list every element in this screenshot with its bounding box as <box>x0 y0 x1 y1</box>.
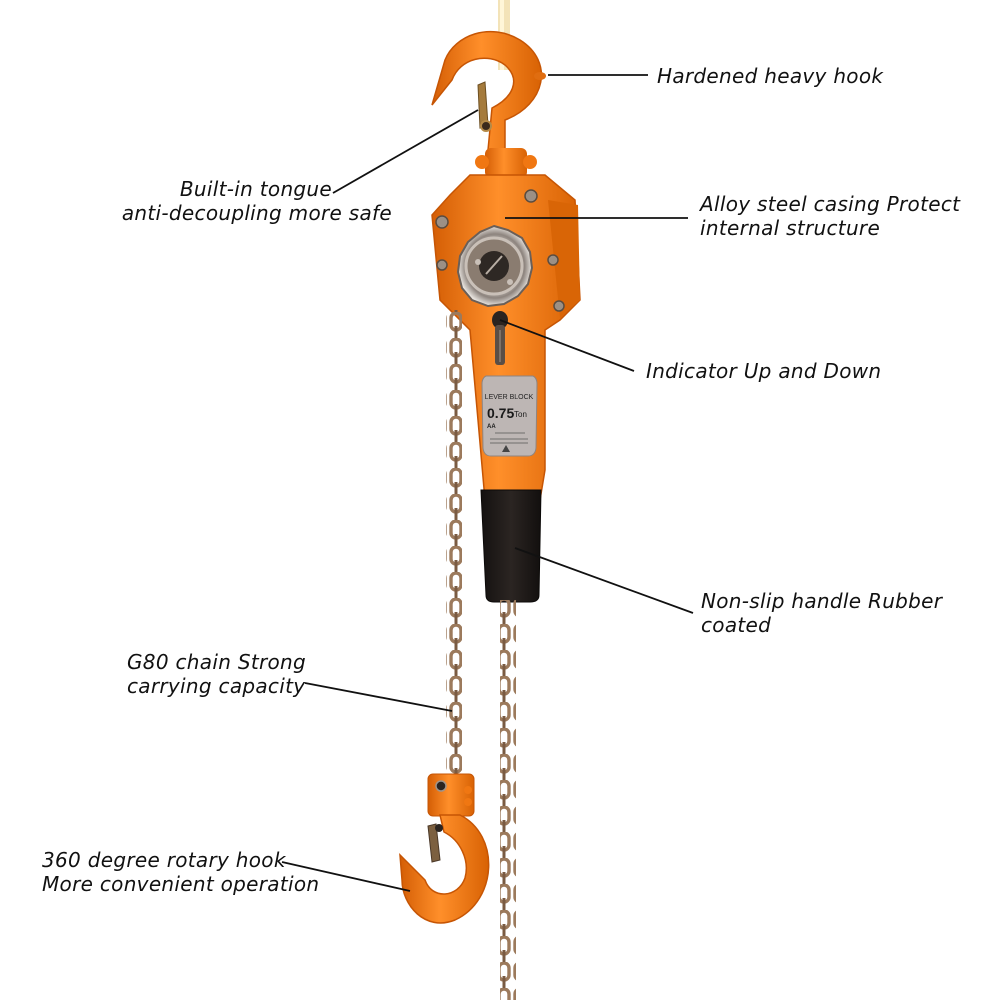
callout-g80-chain: G80 chain Strong carrying capacity <box>127 650 306 698</box>
bottom-rotary-hook <box>399 773 490 924</box>
callout-rotary-hook: 360 degree rotary hook More convenient o… <box>42 848 319 896</box>
callout-built-in-tongue: Built-in tongue anti-decoupling more saf… <box>122 177 392 225</box>
leader-line-rotary <box>281 861 411 892</box>
top-swivel <box>475 148 537 178</box>
callout-line: Built-in tongue <box>179 177 332 201</box>
nameplate: LEVER BLOCK 0.75 Ton AA <box>481 375 538 457</box>
leader-line-handle <box>514 547 694 614</box>
callout-line: Alloy steel casing Protect <box>700 192 961 216</box>
leader-line-indicator <box>499 319 635 372</box>
callout-line: Hardened heavy hook <box>657 64 884 88</box>
callout-line: Non-slip handle Rubber <box>701 589 943 613</box>
nameplate-unit: Ton <box>514 410 527 419</box>
leader-line-chain <box>304 682 453 712</box>
rubber-handle <box>480 489 542 603</box>
callout-leader-lines <box>281 74 694 892</box>
hand-chain-right <box>500 600 516 1000</box>
nameplate-title: LEVER BLOCK <box>485 394 534 401</box>
callout-line: coated <box>701 613 772 637</box>
callout-line: anti-decoupling more safe <box>121 201 392 225</box>
callout-alloy-casing: Alloy steel casing Protect internal stru… <box>700 192 960 240</box>
callout-indicator: Indicator Up and Down <box>646 359 881 383</box>
callout-non-slip-handle: Non-slip handle Rubber coated <box>701 589 942 637</box>
callout-line: More convenient operation <box>42 872 320 896</box>
brake-knob <box>456 224 534 308</box>
alloy-steel-casing <box>431 174 581 501</box>
callout-line: internal structure <box>700 216 881 240</box>
callout-line: G80 chain Strong <box>127 650 306 674</box>
load-chain-left <box>446 310 462 780</box>
top-hook <box>431 30 546 151</box>
callout-hardened-hook: Hardened heavy hook <box>657 64 883 88</box>
callout-line: Indicator Up and Down <box>646 359 882 383</box>
leader-line-tongue <box>332 109 479 194</box>
nameplate-grade: AA <box>487 424 496 430</box>
nameplate-capacity: 0.75 <box>487 405 514 421</box>
callout-line: 360 degree rotary hook <box>42 848 286 872</box>
callout-line: carrying capacity <box>127 674 306 698</box>
